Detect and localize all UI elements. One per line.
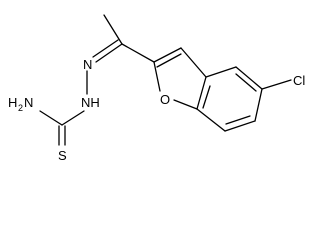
bond-c3a-c4	[205, 66, 237, 78]
atom-n-imine: N	[83, 57, 92, 72]
atom-nh: NH	[81, 95, 100, 110]
bond-c2-c3-double	[156, 53, 182, 68]
bond-c6-c7	[224, 120, 256, 132]
bond-c5-cl	[261, 79, 292, 90]
atom-chlorine: Cl	[293, 73, 305, 88]
bond-nh-cthio	[61, 110, 85, 126]
bond-cexo-c2	[121, 43, 155, 63]
bond-c4-c5-double	[235, 73, 257, 92]
atom-nh2-h: H	[8, 95, 17, 110]
bond-c7-c7a	[196, 108, 226, 132]
bond-c3-c3a	[180, 47, 207, 78]
bond-c3a-c7a-inner	[202, 85, 211, 109]
structure-canvas: N NH H 2 N S O Cl	[8, 14, 305, 163]
atom-nh2-n: N	[24, 95, 33, 110]
bond-c5-c6	[254, 88, 263, 122]
atom-oxygen: O	[160, 92, 170, 107]
bond-c3a-c7a	[196, 76, 207, 110]
bond-methyl	[103, 14, 123, 45]
atom-nh2-subscript: 2	[18, 103, 23, 113]
bond-cn-imine-2	[92, 39, 119, 58]
bond-o-c7a	[173, 99, 198, 110]
bond-c2-c3	[153, 47, 182, 63]
bond-cthio-nh2	[39, 110, 63, 126]
bond-cn-imine-1	[95, 43, 123, 63]
molecule-drawing: N NH H 2 N S O Cl	[8, 14, 305, 163]
bond-c6-c7-double	[225, 115, 251, 125]
atom-sulfur: S	[58, 148, 67, 163]
bond-c4-c5	[235, 66, 263, 90]
bond-c2-o	[153, 61, 161, 92]
